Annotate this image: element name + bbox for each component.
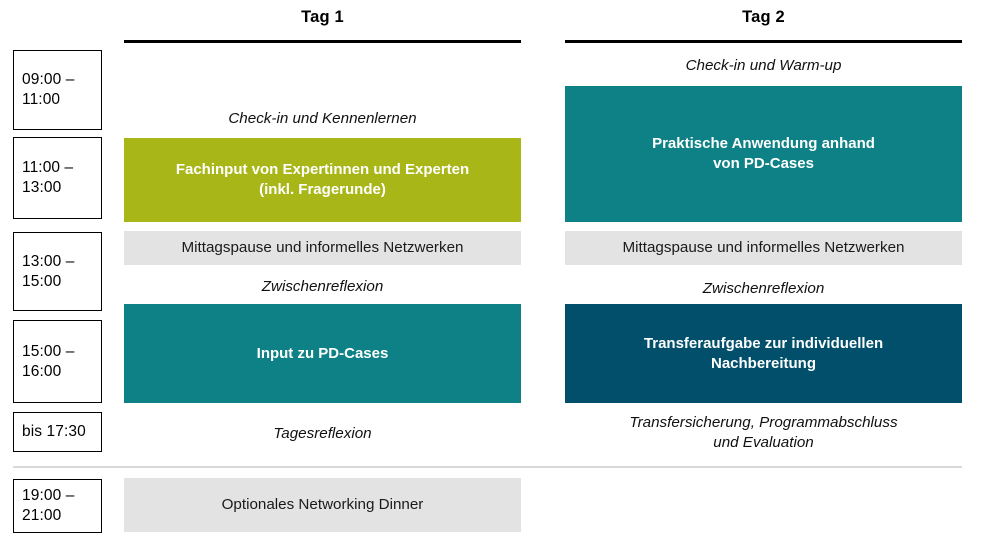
column-rule-day2	[565, 40, 962, 43]
day1-checkin-caption: Check-in und Kennenlernen	[228, 110, 417, 127]
day1-lunch-block: Mittagspause und informelles Netzwerken	[124, 231, 521, 265]
day1-pd-input-block: Input zu PD-Cases	[124, 304, 521, 403]
evening-divider	[13, 466, 962, 468]
time-slot-label: 09:00 – 11:00	[22, 71, 75, 108]
time-slot-5: 19:00 – 21:00	[13, 479, 102, 533]
day2-closing-caption: Transfersicherung, Programmabschluss und…	[629, 414, 898, 452]
day2-lunch-label: Mittagspause und informelles Netzwerken	[622, 238, 905, 256]
day2-reflection-caption: Zwischenreflexion	[702, 280, 825, 297]
day1-lunch-label: Mittagspause und informelles Netzwerken	[181, 238, 464, 256]
column-rule-day1	[124, 40, 521, 43]
day2-transfer-label: Transferaufgabe zur individuellen Nachbe…	[643, 334, 884, 372]
time-slot-label: bis 17:30	[22, 423, 86, 441]
column-header-day1: Tag 1	[301, 8, 344, 26]
time-slot-3: 15:00 – 16:00	[13, 320, 102, 403]
time-slot-4: bis 17:30	[13, 412, 102, 452]
day1-expert-input-block: Fachinput von Expertinnen und Experten (…	[124, 138, 521, 222]
time-slot-label: 11:00 – 13:00	[22, 159, 74, 196]
time-slot-label: 19:00 – 21:00	[22, 487, 75, 524]
column-header-day2: Tag 2	[742, 8, 785, 26]
day1-day-reflection-caption: Tagesreflexion	[273, 425, 372, 442]
time-slot-0: 09:00 – 11:00	[13, 50, 102, 130]
time-slot-label: 13:00 – 15:00	[22, 252, 75, 290]
time-slot-label: 15:00 – 16:00	[22, 342, 75, 380]
day1-dinner-label: Optionales Networking Dinner	[221, 495, 424, 513]
day1-expert-input-label: Fachinput von Expertinnen und Experten (…	[175, 161, 470, 198]
day2-practice-label: Praktische Anwendung anhand von PD-Cases	[652, 135, 875, 172]
day1-pd-input-label: Input zu PD-Cases	[256, 344, 389, 362]
day1-dinner-block: Optionales Networking Dinner	[124, 478, 521, 532]
day2-practice-block: Praktische Anwendung anhand von PD-Cases	[565, 86, 962, 222]
time-slot-2: 13:00 – 15:00	[13, 232, 102, 311]
day2-checkin-caption: Check-in und Warm-up	[685, 57, 842, 74]
day2-lunch-block: Mittagspause und informelles Netzwerken	[565, 231, 962, 265]
day2-transfer-block: Transferaufgabe zur individuellen Nachbe…	[565, 304, 962, 403]
day1-reflection-caption: Zwischenreflexion	[261, 278, 384, 295]
time-slot-1: 11:00 – 13:00	[13, 137, 102, 219]
